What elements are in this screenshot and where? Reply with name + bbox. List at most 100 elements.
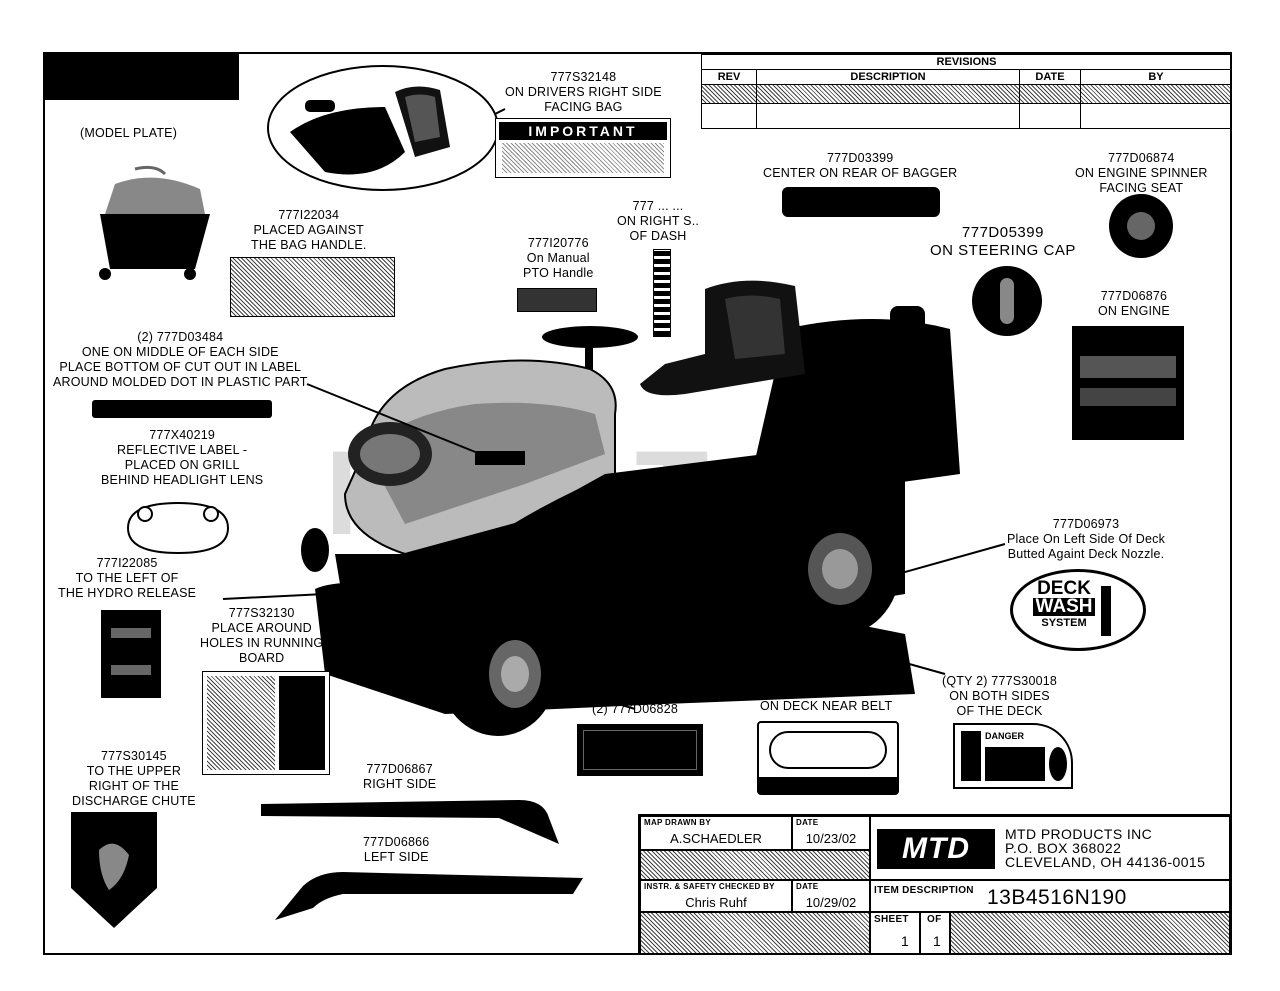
bag-handle-label: 777I22034 PLACED AGAINST THE BAG HANDLE. xyxy=(251,208,367,253)
important-title: IMPORTANT xyxy=(499,122,667,140)
deck-wash-logo-1: DECK xyxy=(1037,578,1091,599)
running-board-line3: BOARD xyxy=(238,651,285,665)
hood-line3: AROUND MOLDED DOT IN PLASTIC PART xyxy=(53,375,308,389)
deck-wash-decal: DECK WASH SYSTEM xyxy=(1010,569,1146,651)
spinner-line1: ON ENGINE SPINNER xyxy=(1075,166,1208,180)
date1-caption: DATE xyxy=(796,818,819,827)
bag-handle-decal xyxy=(230,257,395,317)
deck-wash-logo-3: SYSTEM xyxy=(1041,617,1087,629)
seat-inset xyxy=(267,65,499,191)
diagram-sheet: REVISIONS REV DESCRIPTION DATE BY PartsT… xyxy=(43,52,1232,955)
hood-label: (2) 777D03484 ONE ON MIDDLE OF EACH SIDE… xyxy=(53,330,308,390)
date1-value: 10/23/02 xyxy=(805,831,857,846)
pto-decal xyxy=(517,288,597,312)
deck-wash-line1: Place On Left Side Of Deck xyxy=(1007,532,1166,546)
left-side-line1: LEFT SIDE xyxy=(363,850,429,864)
danger-text: DANGER xyxy=(985,731,1025,741)
seat-decal-line1: ON DRIVERS RIGHT SIDE xyxy=(505,85,662,99)
running-board-line1: PLACE AROUND xyxy=(211,621,312,635)
company-po: P.O. BOX 368022 xyxy=(1005,840,1122,856)
corner-block xyxy=(45,54,239,100)
dash-part: 777 ... ... xyxy=(632,199,684,213)
engine-label: 777D06876 ON ENGINE xyxy=(1098,289,1170,319)
deck-wash-part: 777D06973 xyxy=(1052,517,1120,531)
right-side-label: 777D06867 RIGHT SIDE xyxy=(363,762,436,792)
seat-decal-line2: FACING BAG xyxy=(544,100,623,114)
both-sides-part: (QTY 2) 777S30018 xyxy=(942,674,1058,688)
engine-part: 777D06876 xyxy=(1100,289,1168,303)
right-side-line1: RIGHT SIDE xyxy=(363,777,437,791)
bag-handle-part: 777I22034 xyxy=(278,208,340,222)
right-side-part: 777D06867 xyxy=(366,762,433,776)
running-board-decal xyxy=(202,671,330,775)
company-city: CLEVELAND, OH 44136-0015 xyxy=(1005,854,1206,870)
belt-part: 777I22086 xyxy=(795,684,857,698)
belt-label: 777I22086 ON DECK NEAR BELT xyxy=(760,684,892,714)
hydro-decal xyxy=(101,610,161,698)
reflective-line1: REFLECTIVE LABEL - xyxy=(117,443,248,457)
company-address: MTD PRODUCTS INC P.O. BOX 368022 CLEVELA… xyxy=(1005,827,1205,869)
hatch-row xyxy=(640,850,870,880)
reflective-line2: PLACED ON GRILL xyxy=(124,458,240,472)
both-sides-label: (QTY 2) 777S30018 ON BOTH SIDES OF THE D… xyxy=(942,674,1057,719)
checked-by-caption: INSTR. & SAFETY CHECKED BY xyxy=(644,882,775,891)
steering-cap-label: 777D05399 ON STEERING CAP xyxy=(930,224,1076,260)
item-cell: ITEM DESCRIPTION 13B4516N190 xyxy=(870,880,1230,912)
revisions-table: REVISIONS REV DESCRIPTION DATE BY xyxy=(701,54,1230,129)
pto-line1: On Manual xyxy=(526,251,590,265)
sheet-value: 1 xyxy=(901,933,909,949)
deck-wash-line2: Butted Againt Deck Nozzle. xyxy=(1007,547,1165,561)
deck-wash-label: 777D06973 Place On Left Side Of Deck But… xyxy=(1007,517,1165,562)
date2-cell: DATE 10/29/02 xyxy=(792,880,870,912)
dash-decal xyxy=(653,249,671,337)
sheet-caption: SHEET xyxy=(874,914,909,925)
of-value: 1 xyxy=(933,933,941,949)
running-board-part: 777S32130 xyxy=(228,606,295,620)
bagger-label: 777D03399 CENTER ON REAR OF BAGGER xyxy=(763,151,957,181)
running-board-line2: HOLES IN RUNNING xyxy=(200,636,324,650)
left-side-decal xyxy=(275,872,583,920)
rev-header: REV xyxy=(701,69,757,85)
drawn-by-value: A.SCHAEDLER xyxy=(670,831,762,846)
spinner-decal xyxy=(1109,194,1173,258)
chute-line1: TO THE UPPER xyxy=(86,764,182,778)
hood-line1: ONE ON MIDDLE OF EACH SIDE xyxy=(81,345,279,359)
hydro-part: 777I22085 xyxy=(96,556,158,570)
belt-line1: ON DECK NEAR BELT xyxy=(760,699,893,713)
company-cell: MTD MTD PRODUCTS INC P.O. BOX 368022 CLE… xyxy=(870,816,1230,880)
spinner-line2: FACING SEAT xyxy=(1099,181,1184,195)
running-board-label: 777S32130 PLACE AROUND HOLES IN RUNNING … xyxy=(200,606,323,666)
bag-handle-line1: PLACED AGAINST xyxy=(253,223,364,237)
dash-label: 777 ... ... ON RIGHT S.. OF DASH xyxy=(617,199,699,244)
steering-cap-decal xyxy=(972,266,1042,336)
of-cell: OF 1 xyxy=(920,912,950,953)
spinner-part: 777D06874 xyxy=(1108,151,1175,165)
mtd-logo-text: MTD xyxy=(902,832,970,865)
d06828-decal xyxy=(577,724,703,776)
left-side-part: 777D06866 xyxy=(363,835,430,849)
checked-by-value: Chris Ruhf xyxy=(685,895,747,910)
steering-cap-line1: ON STEERING CAP xyxy=(930,242,1076,259)
both-sides-line2: OF THE DECK xyxy=(956,704,1043,718)
engine-decal xyxy=(1072,326,1184,440)
right-side-decal xyxy=(261,800,559,844)
seat-decal-part: 777S32148 xyxy=(550,70,617,84)
hydro-label: 777I22085 TO THE LEFT OF THE HYDRO RELEA… xyxy=(58,556,196,601)
item-caption: ITEM DESCRIPTION xyxy=(874,885,974,896)
belt-decal xyxy=(757,721,899,795)
model-plate-label: (MODEL PLATE) xyxy=(80,126,178,140)
hatch-bottom-right xyxy=(950,912,1230,953)
hood-part: (2) 777D03484 xyxy=(137,330,224,344)
important-decal: IMPORTANT xyxy=(495,118,671,178)
deck-wash-logo-2: WASH xyxy=(1033,597,1095,616)
seat-decal-label: 777S32148 ON DRIVERS RIGHT SIDE FACING B… xyxy=(505,70,662,115)
pto-line2: PTO Handle xyxy=(523,266,594,280)
date2-value: 10/29/02 xyxy=(805,895,857,910)
reflective-part: 777X40219 xyxy=(149,428,216,442)
spinner-label: 777D06874 ON ENGINE SPINNER FACING SEAT xyxy=(1075,151,1208,196)
chute-line3: DISCHARGE CHUTE xyxy=(72,794,196,808)
d06828-label: (2) 777D06828 xyxy=(592,702,678,716)
bagger-part: 777D03399 xyxy=(826,151,894,165)
reflective-line3: BEHIND HEADLIGHT LENS xyxy=(101,473,264,487)
reflective-label: 777X40219 REFLECTIVE LABEL - PLACED ON G… xyxy=(101,428,263,488)
